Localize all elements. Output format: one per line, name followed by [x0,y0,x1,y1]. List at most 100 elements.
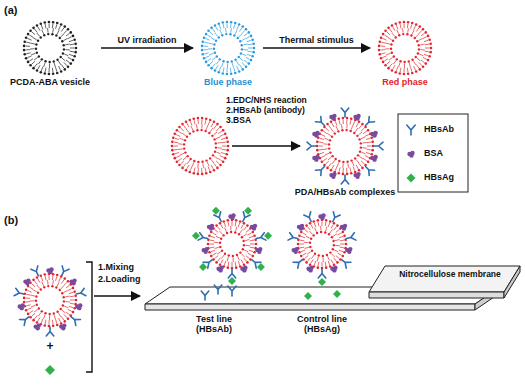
lipid-head [245,28,248,31]
membrane-pad-front [369,292,504,298]
lipid-head [217,22,220,25]
lipid-head [214,52,216,54]
lipid-head [346,161,348,163]
panel-label: (a) [4,4,17,17]
lipid-head [188,171,191,174]
vesicle-bilayer [23,273,78,328]
process-arrow [101,47,193,49]
bsa-lobe [314,157,318,161]
lipid-head [171,141,174,144]
lipid-head [205,159,207,161]
bracket [86,262,92,372]
lipid-head [417,52,419,54]
bsa-symbol [255,247,262,254]
lipid-head [399,72,402,75]
bsa-symbol [291,247,298,254]
bsa-symbol [370,131,377,138]
lipid-head [213,120,216,123]
lipid-head [342,161,344,163]
bsa-symbol [345,247,352,254]
lipid-head [418,25,421,28]
bsa-lobe [257,250,261,254]
lipid-head [63,68,66,71]
lipid-head [403,73,406,76]
lipid-head [215,146,217,148]
lipid-head [297,243,300,246]
lipid-head [63,25,66,28]
lipid-head [185,169,188,172]
lipid-head [225,153,228,156]
node-caption: PDA/HBsAb complexes [288,187,402,197]
lipid-head [380,37,383,40]
bsa-symbol [59,323,66,330]
lipid-head [73,55,76,58]
antibody-symbol [363,164,375,176]
antibody-symbol [214,285,222,294]
lipid-head [300,231,303,234]
lipid-head [318,254,320,256]
bsa-symbol [201,247,208,254]
lipid-head [418,44,420,46]
bsa-lobe [320,216,324,220]
lipid-head [238,70,241,73]
lipid-head [56,22,59,25]
antibody-symbol [293,257,305,269]
lipid-head [38,307,40,309]
lipid-head [44,21,47,24]
lipid-head [391,69,394,72]
lipid-head [36,276,39,279]
lipid-head [36,52,38,54]
lipid-head [181,167,184,170]
antigen-symbol [333,290,341,298]
lipid-head [183,143,185,145]
lipid-head [337,117,340,120]
lipid-head [411,72,414,75]
bsa-lobe [331,175,335,179]
lipid-head [241,68,244,71]
lipid-head [218,36,220,38]
lipid-head [203,57,206,60]
antibody-symbol [19,314,31,326]
bsa-symbol [353,172,360,179]
lipid-head [226,232,228,234]
lipid-head [305,224,308,227]
lipid-head [48,313,50,315]
membrane-pad-side [504,266,520,298]
lipid-head [338,160,340,162]
lipid-head [330,120,333,123]
bsa-symbol [23,278,30,285]
lipid-head [331,155,333,157]
lipid-head [44,324,47,327]
lipid-head [220,238,222,240]
lipid-head [222,21,225,24]
lipid-head [67,280,70,283]
lipid-head [357,154,359,156]
step-text: 2.Loading [98,274,141,284]
antigen-symbol [228,277,236,285]
lipid-head [250,59,253,62]
lipid-head [29,316,32,319]
lipid-head [225,136,228,139]
lipid-head [210,255,213,258]
lipid-head [205,61,208,64]
lipid-head [193,160,195,162]
lipid-head [221,250,223,252]
step-text: 2.HBsAb (antibody) [226,106,305,116]
lipid-head [36,304,38,306]
lipid-head [371,149,374,152]
lipid-head [40,36,42,38]
lipid-head [326,167,329,170]
lipid-head [224,253,226,255]
lipid-head [48,73,51,76]
lipid-head [219,126,222,129]
lipid-head [341,129,343,131]
lipid-head [317,219,320,222]
bsa-symbol [240,266,247,273]
lipid-head [333,244,335,246]
lipid-head [73,38,76,41]
loading-arrow [94,295,140,297]
lipid-head [354,157,356,159]
lipid-head [322,255,324,257]
lipid-head [333,222,336,225]
